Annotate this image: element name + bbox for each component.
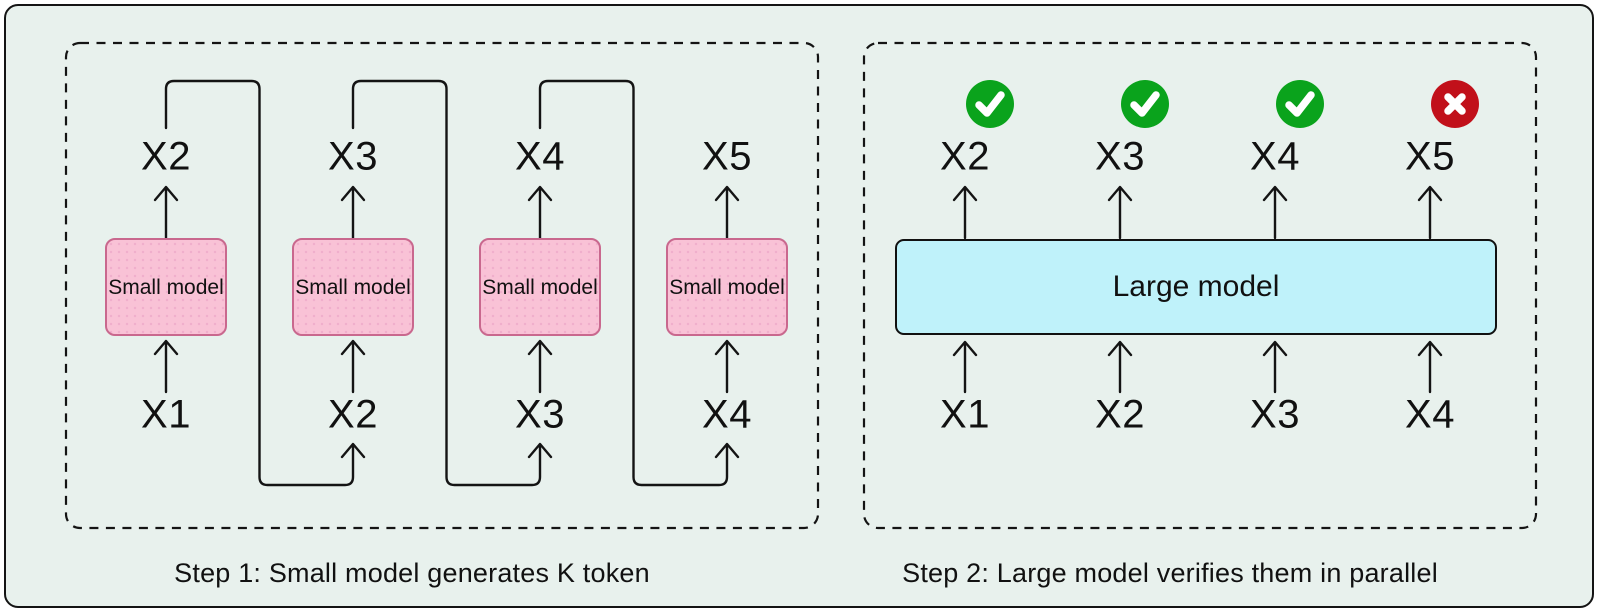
- step1-output-token-1: X2: [141, 134, 191, 179]
- step2-input-token-3: X3: [1250, 392, 1300, 437]
- check-icon: [1285, 91, 1315, 117]
- arrow-out-5: [952, 185, 978, 240]
- verdict-rejected-4: [1431, 80, 1479, 128]
- verdict-accepted-3: [1276, 80, 1324, 128]
- small-model-label: Small model: [482, 275, 598, 299]
- small-model-label: Small model: [108, 275, 224, 299]
- step1-input-token-4: X4: [702, 392, 752, 437]
- step2-output-token-4: X5: [1405, 134, 1455, 179]
- small-model-box-4: Small model: [666, 238, 788, 336]
- step1-input-token-3: X3: [515, 392, 565, 437]
- step2-input-token-2: X2: [1095, 392, 1145, 437]
- arrow-out-3: [527, 185, 553, 240]
- arrow-in-8: [1417, 340, 1443, 394]
- arrow-in-5: [952, 340, 978, 394]
- step1-panel-border: [64, 41, 820, 530]
- large-model-box: Large model: [895, 239, 1497, 335]
- arrow-in-6: [1107, 340, 1133, 394]
- small-model-label: Small model: [295, 275, 411, 299]
- arrow-in-1: [153, 339, 179, 394]
- small-model-box-1: Small model: [105, 238, 227, 336]
- check-icon: [975, 91, 1005, 117]
- small-model-box-3: Small model: [479, 238, 601, 336]
- arrow-in-3: [527, 339, 553, 394]
- step2-output-token-1: X2: [940, 134, 990, 179]
- arrow-out-8: [1417, 185, 1443, 240]
- step1-input-token-2: X2: [328, 392, 378, 437]
- cross-icon: [1444, 93, 1466, 115]
- verdict-accepted-2: [1121, 80, 1169, 128]
- step1-output-token-3: X4: [515, 134, 565, 179]
- feedback-hook-2: [351, 79, 553, 487]
- step1-output-token-4: X5: [702, 134, 752, 179]
- step2-output-token-3: X4: [1250, 134, 1300, 179]
- step1-caption: Step 1: Small model generates K token: [174, 557, 650, 588]
- arrow-out-1: [153, 185, 179, 240]
- arrow-out-7: [1262, 185, 1288, 240]
- arrow-out-2: [340, 185, 366, 240]
- feedback-hook-1: [164, 79, 366, 487]
- large-model-label: Large model: [1112, 270, 1280, 303]
- arrow-in-2: [340, 339, 366, 394]
- small-model-label: Small model: [669, 275, 785, 299]
- step1-input-token-1: X1: [141, 392, 191, 437]
- arrow-out-6: [1107, 185, 1133, 240]
- arrow-in-7: [1262, 340, 1288, 394]
- step2-output-token-2: X3: [1095, 134, 1145, 179]
- step2-input-token-4: X4: [1405, 392, 1455, 437]
- step2-panel-border: [862, 41, 1538, 530]
- feedback-hook-3: [538, 79, 740, 487]
- arrow-in-4: [714, 339, 740, 394]
- step2-input-token-1: X1: [940, 392, 990, 437]
- verdict-accepted-1: [966, 80, 1014, 128]
- step1-output-token-2: X3: [328, 134, 378, 179]
- check-icon: [1130, 91, 1160, 117]
- arrow-out-4: [714, 185, 740, 240]
- small-model-box-2: Small model: [292, 238, 414, 336]
- step2-caption: Step 2: Large model verifies them in par…: [902, 557, 1438, 588]
